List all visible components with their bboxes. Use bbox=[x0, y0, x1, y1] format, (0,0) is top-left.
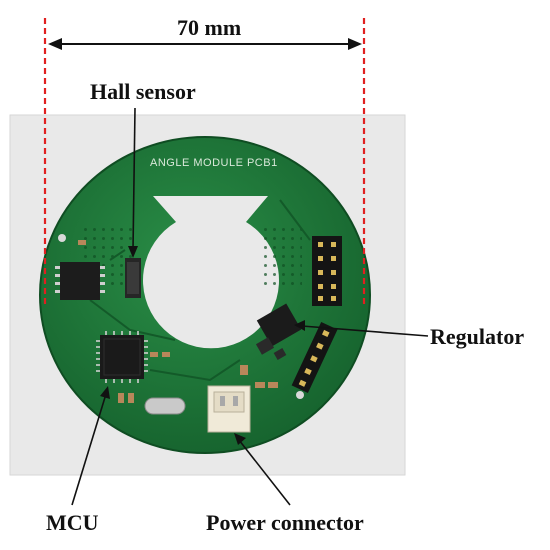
pin-header-top bbox=[312, 236, 342, 306]
power-connector-pointer bbox=[238, 439, 291, 506]
board-edge bbox=[39, 136, 371, 454]
pin-header-right bbox=[291, 321, 338, 393]
mcu-chip bbox=[96, 331, 148, 383]
sheet-shadow bbox=[9, 114, 406, 476]
via-patch-right bbox=[262, 226, 302, 286]
pcb-silkscreen-title: ANGLE MODULE PCB1 bbox=[150, 157, 278, 169]
dimension-label: 70 mm bbox=[177, 15, 242, 40]
hall-sensor-pointer bbox=[132, 107, 136, 251]
regulator-chip bbox=[255, 303, 302, 360]
traces bbox=[89, 199, 311, 382]
power-connector-label: Power connector bbox=[206, 510, 364, 535]
hall-sensor-chip bbox=[125, 258, 141, 298]
regulator-pointer bbox=[301, 325, 429, 337]
dimension-arrow bbox=[48, 38, 362, 50]
crystal bbox=[144, 397, 186, 415]
callout-arrows bbox=[71, 107, 429, 506]
regulator-label: Regulator bbox=[430, 324, 525, 349]
mcu-pointer bbox=[71, 393, 107, 506]
mcu-label: MCU bbox=[46, 510, 99, 535]
left-ic-chip bbox=[55, 262, 105, 300]
power-connector bbox=[207, 385, 251, 433]
hall-sensor-label: Hall sensor bbox=[90, 79, 196, 104]
mount-hole-right bbox=[296, 391, 304, 399]
mount-hole-left bbox=[58, 234, 66, 242]
smd-components bbox=[78, 240, 278, 403]
